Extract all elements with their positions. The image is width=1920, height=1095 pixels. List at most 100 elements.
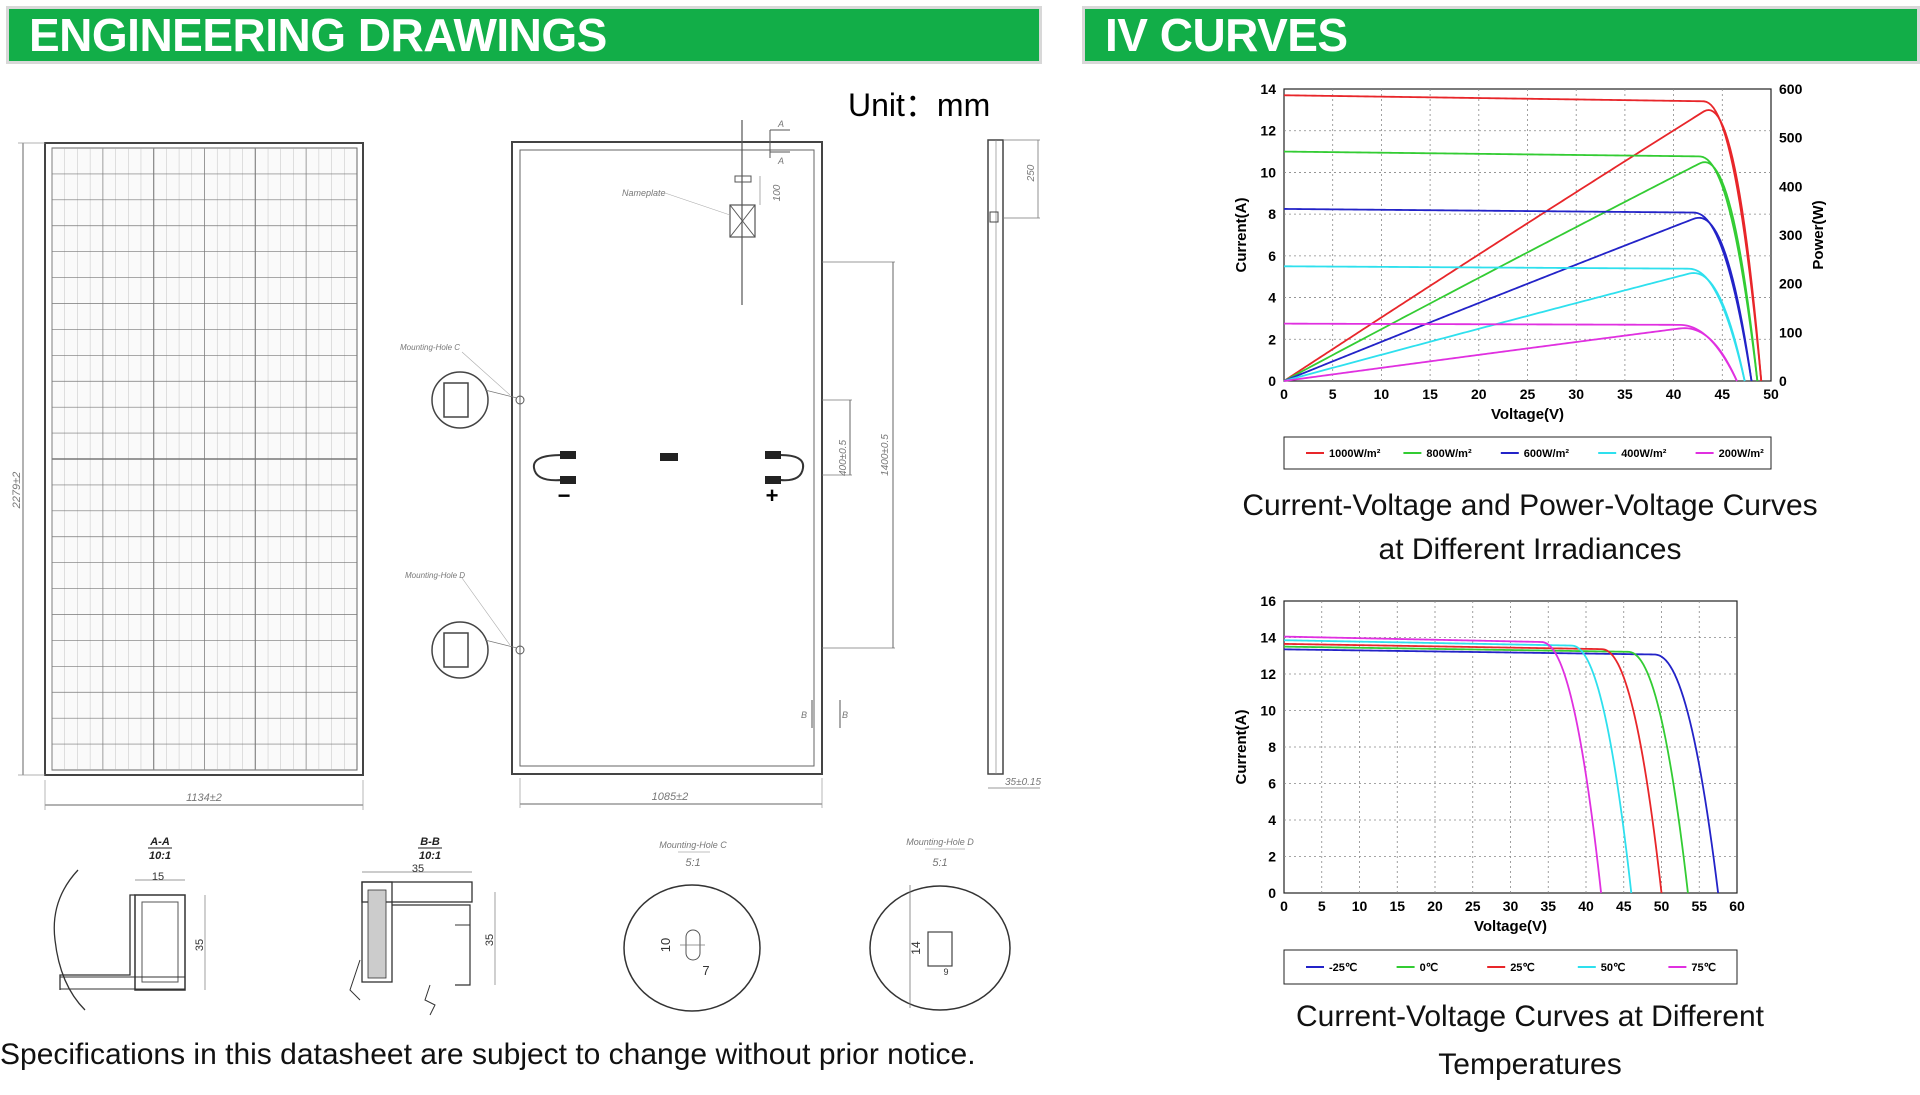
c-scale: 5:1 bbox=[685, 857, 700, 869]
detail-bb: B-B 10:1 35 35 bbox=[349, 836, 496, 1016]
y-tick-label: 14 bbox=[1260, 81, 1276, 97]
chart1-caption: Current-Voltage and Power-Voltage Curves… bbox=[1160, 484, 1900, 572]
legend-label: 0℃ bbox=[1420, 962, 1438, 974]
y-axis-label: Current(A) bbox=[1233, 198, 1250, 273]
jbox-dim: 100 bbox=[772, 184, 783, 201]
y2-axis-label: Power(W) bbox=[1810, 200, 1827, 269]
front-width-dim: 1134±2 bbox=[186, 792, 222, 804]
x-tick-label: 5 bbox=[1318, 898, 1326, 914]
y-tick-label: 0 bbox=[1268, 373, 1276, 389]
chart2-caption-line2: Temperatures bbox=[1438, 1048, 1622, 1081]
c-w: 7 bbox=[702, 963, 709, 978]
dim-1400: 1400±0.5 bbox=[880, 434, 891, 476]
y-tick-label: 8 bbox=[1268, 739, 1276, 755]
y2-tick-label: 500 bbox=[1779, 130, 1803, 146]
y2-tick-label: 0 bbox=[1779, 373, 1787, 389]
x-tick-label: 15 bbox=[1422, 386, 1438, 402]
x-tick-label: 50 bbox=[1763, 386, 1779, 402]
x-tick-label: 50 bbox=[1654, 898, 1670, 914]
chart1-caption-line1: Current-Voltage and Power-Voltage Curves bbox=[1242, 489, 1818, 522]
x-tick-label: 40 bbox=[1666, 386, 1682, 402]
aa-height: 35 bbox=[194, 939, 206, 951]
detail-mounting-hole-c: Mounting-Hole C 5:1 10 7 bbox=[623, 840, 761, 1012]
engineering-drawings: 2279±2 1134±2 A A 100 Nameplate 1400±0.5… bbox=[11, 120, 1041, 1016]
section-a-bottom: A bbox=[777, 156, 784, 166]
pv-series-line bbox=[1283, 272, 1746, 382]
bb-width: 35 bbox=[412, 863, 424, 875]
c-title: Mounting-Hole C bbox=[659, 840, 727, 850]
iv-series-line bbox=[1283, 639, 1633, 894]
y-tick-label: 2 bbox=[1268, 331, 1276, 347]
x-tick-label: 15 bbox=[1389, 898, 1405, 914]
c-h: 10 bbox=[658, 938, 673, 952]
bb-title: B-B bbox=[420, 836, 440, 848]
minus-terminal: − bbox=[558, 483, 571, 508]
x-axis-label: Voltage(V) bbox=[1474, 918, 1547, 935]
datasheet-footer-note: Specifications in this datasheet are sub… bbox=[0, 1038, 976, 1071]
x-tick-label: 0 bbox=[1280, 898, 1288, 914]
y-tick-label: 6 bbox=[1268, 248, 1276, 264]
front-view: 2279±2 1134±2 bbox=[11, 142, 364, 810]
side-top-dim: 250 bbox=[1026, 164, 1037, 182]
plus-terminal: + bbox=[766, 483, 779, 508]
iv-series-line bbox=[1283, 635, 1602, 894]
legend-label: 200W/m² bbox=[1719, 448, 1765, 460]
legend-label: 50℃ bbox=[1601, 962, 1626, 974]
x-tick-label: 35 bbox=[1617, 386, 1633, 402]
y-tick-label: 6 bbox=[1268, 776, 1276, 792]
y-tick-label: 12 bbox=[1260, 123, 1276, 139]
aa-width: 15 bbox=[152, 871, 164, 883]
y-tick-label: 10 bbox=[1260, 164, 1276, 180]
y2-tick-label: 300 bbox=[1779, 227, 1803, 243]
legend-label: 25℃ bbox=[1510, 962, 1535, 974]
iv-series-line bbox=[1283, 94, 1763, 382]
iv-series-line bbox=[1283, 645, 1689, 894]
y2-tick-label: 100 bbox=[1779, 324, 1803, 340]
x-tick-label: 0 bbox=[1280, 386, 1288, 402]
aa-scale: 10:1 bbox=[149, 850, 171, 862]
x-tick-label: 55 bbox=[1691, 898, 1707, 914]
x-axis-label: Voltage(V) bbox=[1491, 406, 1564, 423]
bb-height: 35 bbox=[484, 934, 496, 946]
y-tick-label: 12 bbox=[1260, 666, 1276, 682]
iv-series-line bbox=[1283, 642, 1663, 894]
iv-curves-header: IV CURVES bbox=[1082, 6, 1920, 64]
y-tick-label: 14 bbox=[1260, 630, 1276, 646]
d-scale: 5:1 bbox=[932, 857, 947, 869]
engineering-drawings-header: ENGINEERING DRAWINGS bbox=[6, 6, 1042, 64]
y-axis-label: Current(A) bbox=[1233, 710, 1250, 785]
iv-curves-title: IV CURVES bbox=[1105, 9, 1348, 61]
x-tick-label: 35 bbox=[1540, 898, 1556, 914]
pv-series-line bbox=[1283, 216, 1753, 382]
x-tick-label: 45 bbox=[1715, 386, 1731, 402]
detail-aa: A-A 10:1 15 35 bbox=[53, 836, 206, 1011]
y-tick-label: 8 bbox=[1268, 206, 1276, 222]
y-tick-label: 0 bbox=[1268, 885, 1276, 901]
aa-title: A-A bbox=[149, 836, 170, 848]
side-view: 250 35±0.15 bbox=[987, 139, 1041, 789]
x-tick-label: 45 bbox=[1616, 898, 1632, 914]
dim-400: 400±0.5 bbox=[838, 440, 849, 477]
x-tick-label: 5 bbox=[1329, 386, 1337, 402]
iv-series-line bbox=[1283, 322, 1738, 382]
x-tick-label: 10 bbox=[1352, 898, 1368, 914]
bb-scale: 10:1 bbox=[419, 850, 441, 862]
iv-series-line bbox=[1283, 150, 1759, 382]
x-tick-label: 60 bbox=[1729, 898, 1745, 914]
d-h: 14 bbox=[909, 941, 923, 955]
legend-label: 800W/m² bbox=[1426, 448, 1472, 460]
detail-mounting-hole-d: Mounting-Hole D 5:1 14 9 bbox=[869, 837, 1011, 1011]
section-b-right: B bbox=[842, 710, 848, 720]
chart2-caption-line1: Current-Voltage Curves at Different bbox=[1295, 1000, 1764, 1033]
chart1-caption-line2: at Different Irradiances bbox=[1378, 533, 1682, 566]
y-tick-label: 16 bbox=[1260, 593, 1276, 609]
x-tick-label: 20 bbox=[1471, 386, 1487, 402]
x-tick-label: 25 bbox=[1465, 898, 1481, 914]
legend-box bbox=[1283, 436, 1772, 470]
pv-series-line bbox=[1283, 161, 1759, 382]
y2-tick-label: 400 bbox=[1779, 178, 1803, 194]
iv-series-line bbox=[1283, 648, 1720, 894]
section-b-left: B bbox=[801, 710, 807, 720]
legend-label: 600W/m² bbox=[1524, 448, 1570, 460]
mounting-hole-c-label: Mounting-Hole C bbox=[400, 343, 460, 352]
